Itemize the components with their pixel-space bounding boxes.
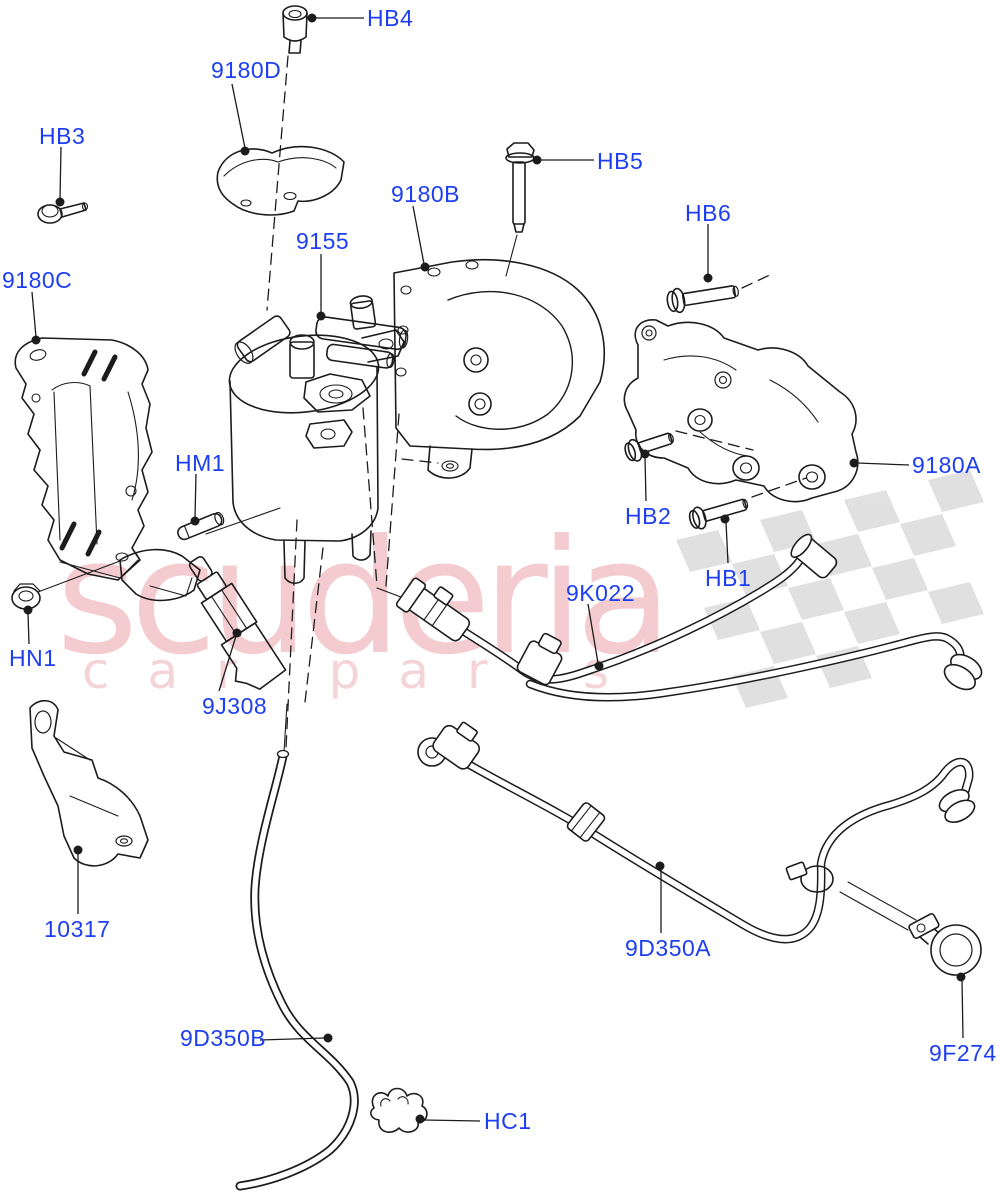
leader-line-HB2 <box>644 456 647 502</box>
leader-dot-HB3 <box>55 197 65 207</box>
leader-line-HC1 <box>423 1119 481 1122</box>
leader-line-9180C <box>31 291 37 338</box>
part-label-HM1[interactable]: HM1 <box>175 450 226 476</box>
leader-dot-9155 <box>316 311 326 321</box>
bolt-hb3-drawing <box>37 202 89 224</box>
bracket-9180d-drawing <box>216 145 345 216</box>
nut-hn1-drawing <box>11 583 41 610</box>
leader-dot-9D350B <box>323 1033 333 1043</box>
bracket-9180a-drawing <box>623 319 859 503</box>
checkered-flag <box>676 470 984 708</box>
leader-line-9F274 <box>961 979 964 1039</box>
leader-dot-HB1 <box>720 514 730 524</box>
watermark-title: scuderia <box>56 506 665 690</box>
part-label-HB4[interactable]: HB4 <box>367 5 414 31</box>
leader-line-9180B <box>412 205 425 265</box>
leader-line-HB1 <box>725 521 729 564</box>
bolt-hb6-drawing <box>666 285 739 314</box>
leader-line-9180D <box>231 83 246 149</box>
part-label-9K022[interactable]: 9K022 <box>566 580 636 606</box>
part-label-HB5[interactable]: HB5 <box>597 148 644 174</box>
bolt-hb1-drawing <box>688 498 749 530</box>
bolt-hb2-drawing <box>624 432 674 462</box>
leader-dot-9180A <box>849 458 859 468</box>
leader-dot-HB4 <box>307 13 317 23</box>
hose-9d350a-drawing <box>417 721 976 944</box>
leader-line-9K022 <box>587 603 599 664</box>
hose-9k022-drawing <box>395 533 983 702</box>
assembly-guide-lines <box>266 55 807 749</box>
part-label-9D350A[interactable]: 9D350A <box>625 935 712 961</box>
leader-dot-9J308 <box>232 628 242 638</box>
leader-dot-HB2 <box>640 449 650 459</box>
leader-dot-10317 <box>73 845 83 855</box>
bracket-9180b-drawing <box>393 258 606 479</box>
part-label-9D350B[interactable]: 9D350B <box>180 1025 267 1051</box>
fuel-filter-9155-drawing <box>228 295 409 585</box>
bracket-10317-drawing <box>29 699 149 867</box>
sensor-9j308-drawing <box>188 555 287 690</box>
leader-dot-HM1 <box>190 516 200 526</box>
part-label-9F274[interactable]: 9F274 <box>929 1040 997 1066</box>
leader-dot-9180C <box>31 335 41 345</box>
leader-line-HM1 <box>194 473 197 519</box>
part-label-HB6[interactable]: HB6 <box>685 200 732 226</box>
part-label-9155[interactable]: 9155 <box>296 228 350 254</box>
leader-line-9180A <box>856 462 910 466</box>
leader-dot-HB6 <box>703 273 713 283</box>
leader-layer <box>23 13 966 1124</box>
leader-dot-9180B <box>420 262 430 272</box>
leader-dot-HN1 <box>23 605 33 615</box>
tube-9d350b-drawing <box>235 749 359 1191</box>
pointer-lines <box>37 234 917 931</box>
leader-dot-HC1 <box>415 1114 425 1124</box>
part-label-9180B[interactable]: 9180B <box>391 181 461 207</box>
leader-line-HN1 <box>27 612 30 645</box>
leader-line-HB3 <box>59 146 62 200</box>
part-label-HC1[interactable]: HC1 <box>484 1108 532 1134</box>
part-label-HB2[interactable]: HB2 <box>625 503 672 529</box>
leader-line-9D350B <box>259 1037 325 1041</box>
clip-9f274-drawing <box>908 913 982 976</box>
part-label-9180D[interactable]: 9180D <box>211 57 282 83</box>
leader-line-9J308 <box>218 635 237 692</box>
bolt-hb4-drawing <box>282 5 308 54</box>
part-label-10317[interactable]: 10317 <box>44 916 111 942</box>
part-label-HN1[interactable]: HN1 <box>9 645 57 671</box>
leader-dot-9F274 <box>956 972 966 982</box>
part-label-9J308[interactable]: 9J308 <box>202 693 268 719</box>
leader-dot-HB5 <box>532 155 542 165</box>
leader-dot-9D350A <box>655 861 665 871</box>
part-label-HB1[interactable]: HB1 <box>705 565 752 591</box>
part-label-HB3[interactable]: HB3 <box>39 123 86 149</box>
part-label-9180C[interactable]: 9180C <box>2 267 73 293</box>
leader-dot-9180D <box>240 146 250 156</box>
bolt-hb5-drawing <box>505 142 535 233</box>
part-label-9180A[interactable]: 9180A <box>912 452 982 478</box>
leader-dot-9K022 <box>594 661 604 671</box>
clip-hc1-drawing <box>370 1087 428 1133</box>
